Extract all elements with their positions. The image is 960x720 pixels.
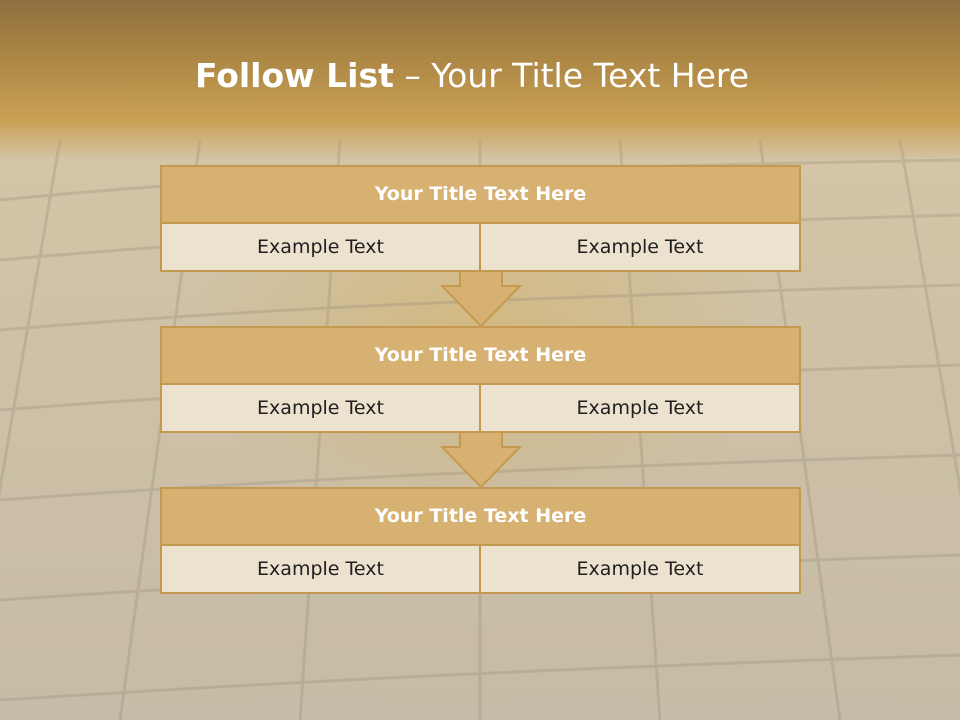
list-block-2: Your Title Text Here Example Text Exampl…	[160, 326, 801, 433]
down-arrow-icon	[440, 270, 522, 328]
block-title: Your Title Text Here	[160, 165, 801, 224]
block-title: Your Title Text Here	[160, 326, 801, 385]
list-block-3: Your Title Text Here Example Text Exampl…	[160, 487, 801, 594]
block-left-cell: Example Text	[160, 544, 481, 594]
list-block-1: Your Title Text Here Example Text Exampl…	[160, 165, 801, 272]
block-left-cell: Example Text	[160, 222, 481, 272]
down-arrow-icon	[440, 431, 522, 489]
header-band	[0, 0, 960, 160]
block-right-cell: Example Text	[479, 383, 801, 433]
slide-title: Follow List – Your Title Text Here	[0, 54, 944, 98]
block-right-cell: Example Text	[479, 544, 801, 594]
block-title: Your Title Text Here	[160, 487, 801, 546]
slide-title-rest: – Your Title Text Here	[393, 56, 750, 95]
block-right-cell: Example Text	[479, 222, 801, 272]
slide-title-bold: Follow List	[194, 56, 394, 95]
block-left-cell: Example Text	[160, 383, 481, 433]
